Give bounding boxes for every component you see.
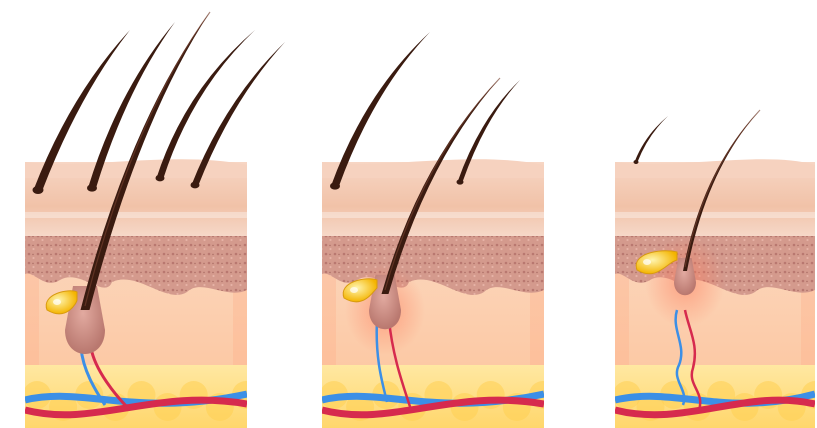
hair-root-tip xyxy=(330,182,340,189)
skin-sheen xyxy=(25,212,247,218)
panel-stage-2 xyxy=(320,32,557,428)
hair-root-tip xyxy=(191,182,200,189)
hair-root-tip xyxy=(156,175,165,182)
hair-root-tip xyxy=(634,160,639,164)
skin-cross-section xyxy=(320,159,557,428)
fat-cell xyxy=(154,393,182,421)
hair-root-tip xyxy=(87,184,97,191)
skin-cross-section xyxy=(613,159,817,428)
hair-strand xyxy=(635,116,669,162)
hair-root-tip xyxy=(457,179,464,184)
skin-sheen xyxy=(322,212,544,218)
gland-highlight xyxy=(53,299,61,305)
panel-stage-3 xyxy=(613,110,817,428)
fat-cell xyxy=(451,393,479,421)
skin-cross-section xyxy=(23,159,260,428)
panel-stage-1 xyxy=(23,12,285,428)
hair-root-tip xyxy=(33,186,44,194)
gland-highlight xyxy=(643,259,651,265)
gland-highlight xyxy=(350,287,358,293)
skin-sheen xyxy=(615,212,815,218)
